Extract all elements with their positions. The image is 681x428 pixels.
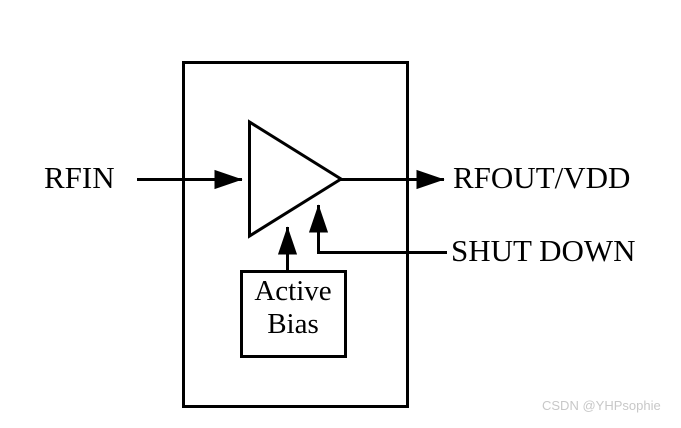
rfout-vdd-port-label: RFOUT/VDD (453, 160, 631, 195)
active-bias-label-line1: Active (254, 275, 332, 307)
active-bias-label-line2: Bias (267, 308, 319, 340)
csdn-watermark: CSDN @YHPsophie (542, 398, 661, 413)
device-package-boundary (182, 61, 409, 408)
shut-down-port-label: SHUT DOWN (451, 233, 636, 268)
shut-down-signal-line (308, 204, 447, 254)
amplifier-triangle (248, 119, 344, 239)
rfin-port-label: RFIN (44, 160, 115, 195)
active-bias-block (240, 270, 347, 358)
